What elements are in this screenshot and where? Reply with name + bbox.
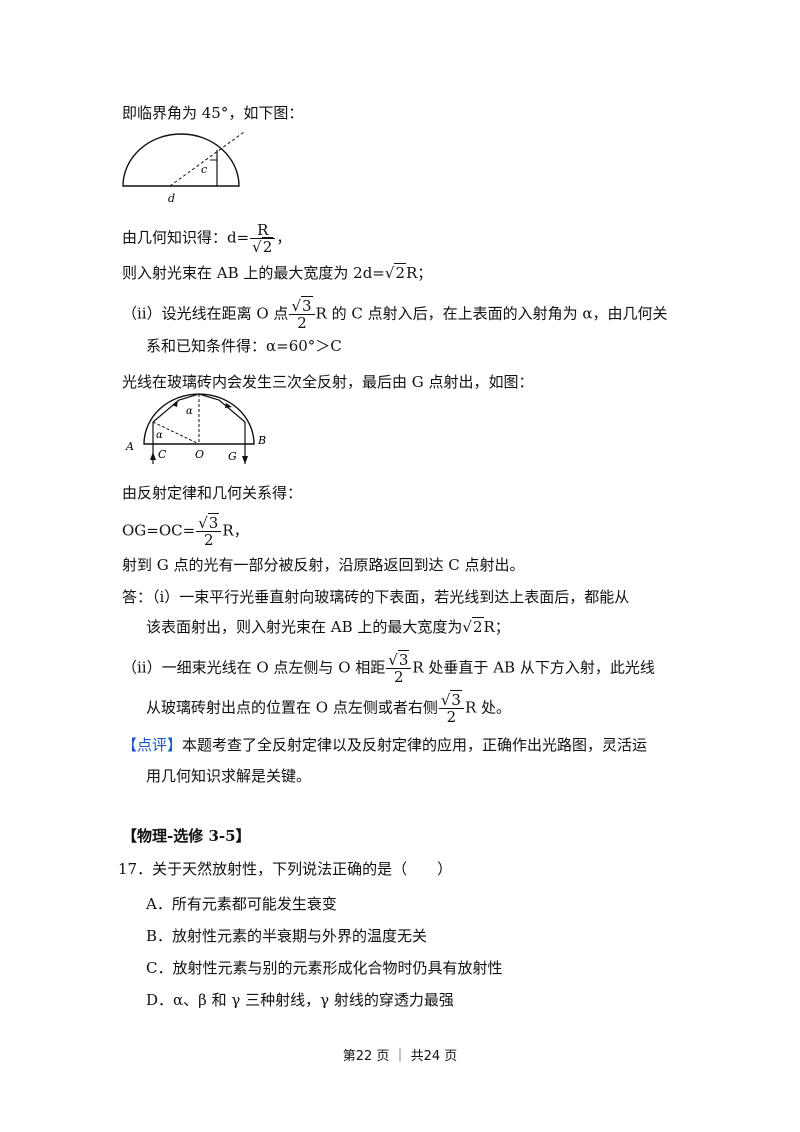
question-17: 17．关于天然放射性，下列说法正确的是（ ） — [118, 860, 453, 878]
text-line-g-point: 射到 G 点的光有一部分被反射，沿原路返回到达 C 点射出。 — [122, 556, 525, 574]
option-b: B．放射性元素的半衰期与外界的温度无关 — [146, 927, 428, 945]
comment-line-1: 【点评】本题考查了全反射定律以及反射定律的应用，正确作出光路图，灵活运 — [122, 736, 648, 754]
text-line-alpha: 系和已知条件得：α=60°＞C — [146, 337, 342, 355]
page-footer: 第22 页 ｜ 共24 页 — [342, 1049, 458, 1064]
label-alpha-2: α — [156, 430, 163, 441]
label-d: d — [168, 192, 175, 205]
option-c: C．放射性元素与别的元素形成化合物时仍具有放射性 — [146, 959, 503, 977]
figure-semicircle-reflections: A B C O G α α — [125, 393, 266, 464]
text-line-reflection-law: 由反射定律和几何关系得： — [122, 484, 303, 502]
text-line-d-eq: 由几何知识得：d=R√2， — [122, 221, 292, 256]
text-line-three-reflections: 光线在玻璃砖内会发生三次全反射，最后由 G 点射出，如图： — [122, 373, 534, 391]
option-a: A．所有元素都可能发生衰变 — [146, 895, 337, 913]
label-b: B — [257, 434, 266, 447]
label-c-point: C — [158, 448, 167, 461]
section-heading: 【物理-选修 3-5】 — [122, 827, 251, 845]
figure-semicircle-critical: c d — [122, 131, 245, 205]
option-d: D．α、β 和 γ 三种射线，γ 射线的穿透力最强 — [146, 991, 454, 1009]
text-line-max-width: 则入射光束在 AB 上的最大宽度为 2d=√2R； — [122, 263, 433, 282]
label-c: c — [201, 163, 207, 176]
answer-line-2: 该表面射出，则入射光束在 AB 上的最大宽度为√2R； — [146, 617, 510, 636]
comment-tag: 【点评】 — [122, 736, 183, 754]
label-a: A — [125, 440, 134, 453]
answer-line-1: 答：（i）一束平行光垂直射向玻璃砖的下表面，若光线到达上表面后，都能从 — [122, 588, 630, 606]
text-line-critical-angle: 即临界角为 45°，如下图： — [122, 104, 304, 122]
label-o: O — [195, 448, 204, 461]
label-g: G — [228, 450, 237, 463]
label-alpha-1: α — [186, 406, 193, 417]
comment-line-2: 用几何知识求解是关键。 — [146, 767, 312, 785]
